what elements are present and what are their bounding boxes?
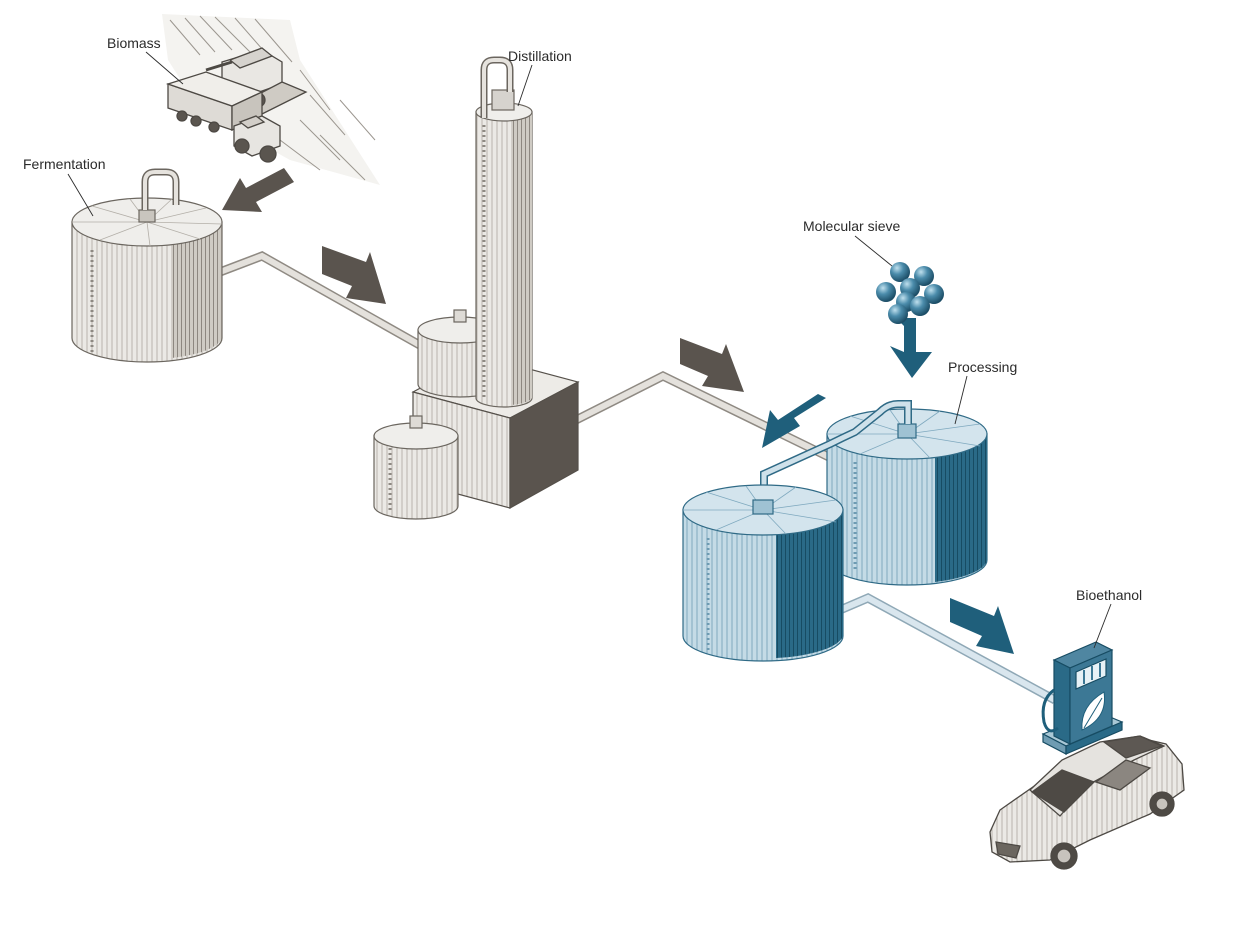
trailer: [165, 71, 264, 133]
label-biomass: Biomass: [107, 35, 161, 51]
arrow-fermentation-to-distillation: [322, 246, 386, 304]
molecular-sieve-icon: [876, 262, 944, 324]
processing-connecting-pipe: [760, 400, 912, 500]
leaf-icon: [1081, 691, 1106, 731]
leader-processing: [954, 375, 968, 425]
label-bioethanol: Bioethanol: [1076, 587, 1143, 603]
arrow-biomass-to-fermentation: [222, 168, 294, 212]
leader-fermentation: [67, 173, 94, 217]
label-processing: Processing: [948, 359, 1018, 375]
leader-lines: [67, 51, 1112, 649]
arrow-processing-return: [762, 394, 826, 448]
arrow-sieve-to-processing: [890, 318, 932, 378]
label-fermentation: Fermentation: [23, 156, 106, 172]
distillation-column: [475, 56, 533, 408]
fuel-pump-icon: [1041, 641, 1124, 755]
pipe-fermentation-to-distillation: [218, 251, 428, 352]
processing-tank-front: [682, 484, 844, 662]
leader-biomass: [145, 51, 184, 85]
leader-distillation: [517, 64, 533, 107]
tractor-icon: [233, 115, 281, 163]
label-molecular-sieve: Molecular sieve: [803, 218, 901, 234]
pipe-processing-to-pump: [838, 593, 1058, 704]
leader-bioethanol: [1093, 603, 1112, 649]
label-distillation: Distillation: [508, 48, 572, 64]
leader-molecular-sieve: [854, 235, 893, 267]
fermentation-tank: [71, 168, 223, 363]
distillation-small-tank-front: [373, 415, 459, 520]
pipe-distillation-to-processing: [573, 370, 837, 465]
arrow-distillation-to-processing: [680, 338, 744, 392]
car-icon: [989, 735, 1185, 870]
arrow-processing-to-bioethanol: [950, 598, 1014, 654]
